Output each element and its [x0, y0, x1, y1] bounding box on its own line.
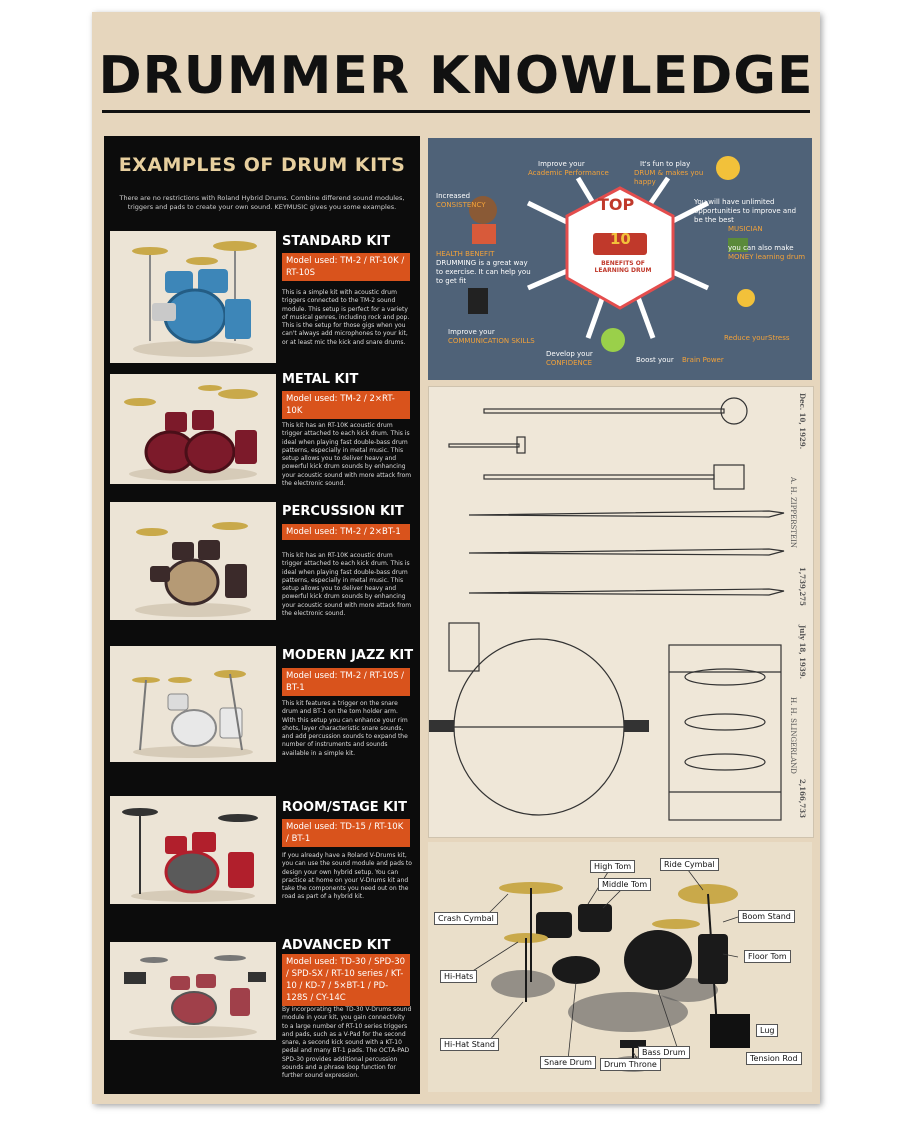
room-stage-kit-photo	[110, 796, 276, 904]
benefit-highlight: MUSICIAN	[728, 225, 763, 233]
drum-kits-heading: EXAMPLES OF DRUM KITS	[118, 154, 406, 176]
benefit-label: Develop your	[546, 350, 593, 358]
benefit-label: Increased	[436, 192, 471, 200]
label-hi-hat-stand: Hi-Hat Stand	[440, 1038, 499, 1051]
poster: DRUMMER KNOWLEDGE EXAMPLES OF DRUM KITS …	[92, 12, 820, 1104]
benefit-highlight: DRUM & makes you happy	[634, 169, 704, 186]
drum-anatomy-diagram: High Tom Ride Cymbal Middle Tom Crash Cy…	[428, 842, 812, 1092]
benefits-infographic: TOP 10 BENEFITS OF LEARNING DRUM Improve…	[428, 138, 812, 380]
patent-date-2: July 18, 1939.	[798, 625, 807, 680]
benefit-highlight: Brain Power	[682, 356, 724, 364]
label-drum-throne: Drum Throne	[600, 1058, 661, 1071]
label-middle-tom: Middle Tom	[598, 878, 652, 891]
benefit-label: Reduce your	[724, 334, 768, 342]
kit-name: STANDARD KIT	[282, 234, 391, 249]
kit-description: This is a simple kit with acoustic drum …	[282, 289, 410, 346]
benefit-highlight: CONFIDENCE	[546, 359, 593, 367]
benefit-label: you can also make	[728, 244, 794, 252]
metal-kit-photo	[110, 374, 276, 484]
label-high-tom: High Tom	[590, 860, 636, 873]
page-title: DRUMMER KNOWLEDGE	[98, 46, 814, 106]
kit-percussion: PERCUSSION KIT Model used: TM-2 / 2×BT-1…	[104, 502, 420, 632]
kit-name: MODERN JAZZ KIT	[282, 648, 414, 663]
label-boom-stand: Boom Stand	[738, 910, 795, 923]
benefit-label: It's fun to play	[640, 160, 691, 168]
label-ride-cymbal: Ride Cymbal	[660, 858, 719, 871]
percussion-kit-photo	[110, 502, 276, 620]
kit-model: Model used: TD-15 / RT-10K / BT-1	[282, 819, 410, 847]
kit-name: PERCUSSION KIT	[282, 504, 404, 519]
benefit-label: Boost your	[636, 356, 674, 364]
patent-number-2: 2,166,733	[798, 779, 807, 818]
label-lug: Lug	[756, 1024, 779, 1037]
kit-name: ROOM/STAGE KIT	[282, 800, 407, 815]
benefit-highlight: COMMUNICATION SKILLS	[448, 337, 535, 345]
kit-model: Model used: TM-2 / 2×RT-10K	[282, 391, 410, 419]
standard-kit-photo	[110, 231, 276, 363]
drum-kits-panel: EXAMPLES OF DRUM KITS There are no restr…	[104, 136, 420, 1094]
drum-kits-intro: There are no restrictions with Roland Hy…	[119, 194, 405, 211]
benefit-label: Improve your	[538, 160, 585, 168]
patent-date-1: Dec. 10, 1929.	[798, 393, 807, 450]
kit-model: Model used: TM-2 / 2×BT-1	[282, 524, 410, 540]
label-floor-tom: Floor Tom	[744, 950, 791, 963]
kit-modern-jazz: MODERN JAZZ KIT Model used: TM-2 / RT-10…	[104, 646, 420, 786]
kit-metal: METAL KIT Model used: TM-2 / 2×RT-10K Th…	[104, 372, 420, 504]
benefit-highlight: Stress	[768, 334, 790, 342]
benefit-highlight: MONEY learning drum	[728, 253, 806, 261]
benefit-highlight: CONSISTENCY	[436, 201, 486, 209]
benefit-highlight: DRUMMING is a great way to exercise. It …	[436, 259, 531, 285]
kit-name: ADVANCED KIT	[282, 938, 391, 953]
patent-inventor-1: A. H. ZIPPERSTEIN	[789, 477, 797, 548]
kit-description: This kit has an RT-10K acoustic drum tri…	[282, 552, 412, 618]
benefit-label: Improve your	[448, 328, 495, 336]
modern-jazz-kit-photo	[110, 646, 276, 762]
label-tension-rod: Tension Rod	[746, 1052, 802, 1065]
kit-model: Model used: TD-30 / SPD-30 / SPD-SX / RT…	[282, 954, 410, 1006]
benefit-highlight: Academic Performance	[528, 169, 609, 177]
patent-number-1: 1,739,275	[798, 567, 807, 606]
kit-advanced: ADVANCED KIT Model used: TD-30 / SPD-30 …	[104, 936, 420, 1091]
advanced-kit-photo	[110, 942, 276, 1040]
kit-room-stage: ROOM/STAGE KIT Model used: TD-15 / RT-10…	[104, 796, 420, 936]
top-label: TOP	[598, 195, 635, 214]
benefit-label: HEALTH BENEFIT	[436, 250, 495, 258]
kit-description: By incorporating the TD-30 V-Drums sound…	[282, 1006, 412, 1080]
kit-standard: STANDARD KIT Model used: TM-2 / RT-10K /…	[104, 231, 420, 381]
kit-model: Model used: TM-2 / RT-10K / RT-10S	[282, 253, 410, 281]
kit-name: METAL KIT	[282, 372, 359, 387]
label-crash-cymbal: Crash Cymbal	[434, 912, 498, 925]
kit-description: If you already have a Roland V-Drums kit…	[282, 852, 412, 901]
label-snare-drum: Snare Drum	[540, 1056, 596, 1069]
title-divider	[102, 110, 810, 113]
benefits-caption: BENEFITS OF LEARNING DRUM	[594, 260, 652, 274]
kit-description: This kit has an RT-10K acoustic drum tri…	[282, 422, 412, 488]
top-number: 10	[610, 230, 631, 248]
kit-description: This kit features a trigger on the snare…	[282, 700, 408, 757]
label-bass-drum: Bass Drum	[638, 1046, 690, 1059]
kit-model: Model used: TM-2 / RT-10S / BT-1	[282, 668, 410, 696]
benefit-label: You will have unlimited opportunities to…	[694, 198, 797, 224]
patent-drawings: Dec. 10, 1929. A. H. ZIPPERSTEIN 1,739,2…	[428, 386, 814, 838]
label-hi-hats: Hi-Hats	[440, 970, 478, 983]
patent-inventor-2: H. H. SLINGERLAND	[789, 697, 797, 774]
